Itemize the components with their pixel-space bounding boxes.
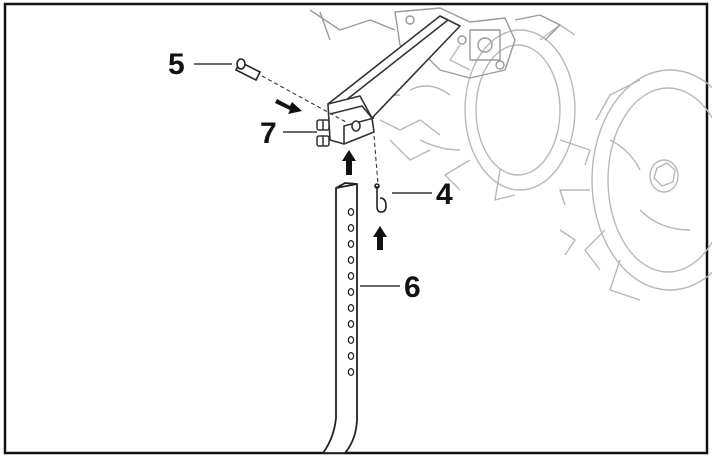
tine-assembly-right bbox=[559, 69, 712, 301]
callout-7: 7 bbox=[260, 117, 277, 150]
callout-6: 6 bbox=[404, 271, 421, 304]
hitch-pin bbox=[234, 58, 262, 82]
callout-4: 4 bbox=[436, 178, 453, 211]
hitch-bracket bbox=[327, 95, 375, 145]
assembly-guide-lines bbox=[261, 75, 379, 185]
tiller-machinery bbox=[309, 7, 712, 301]
arrow-stake-up bbox=[342, 150, 356, 175]
clip-guide-line bbox=[373, 135, 379, 185]
arrow-insert-pin bbox=[275, 99, 302, 114]
arrow-clip-up bbox=[373, 226, 387, 250]
stake-holes bbox=[347, 208, 355, 377]
callout-leaders bbox=[194, 63, 432, 287]
callout-5: 5 bbox=[168, 48, 185, 81]
gearbox bbox=[309, 7, 561, 79]
hairpin-clip bbox=[374, 183, 387, 213]
bolt-set bbox=[316, 119, 330, 147]
hitch-drawbar bbox=[327, 15, 461, 145]
depth-stake bbox=[322, 182, 358, 454]
direction-arrows bbox=[275, 99, 387, 250]
hitch-pin-hole bbox=[351, 120, 361, 132]
pin-guide-line bbox=[261, 75, 347, 123]
